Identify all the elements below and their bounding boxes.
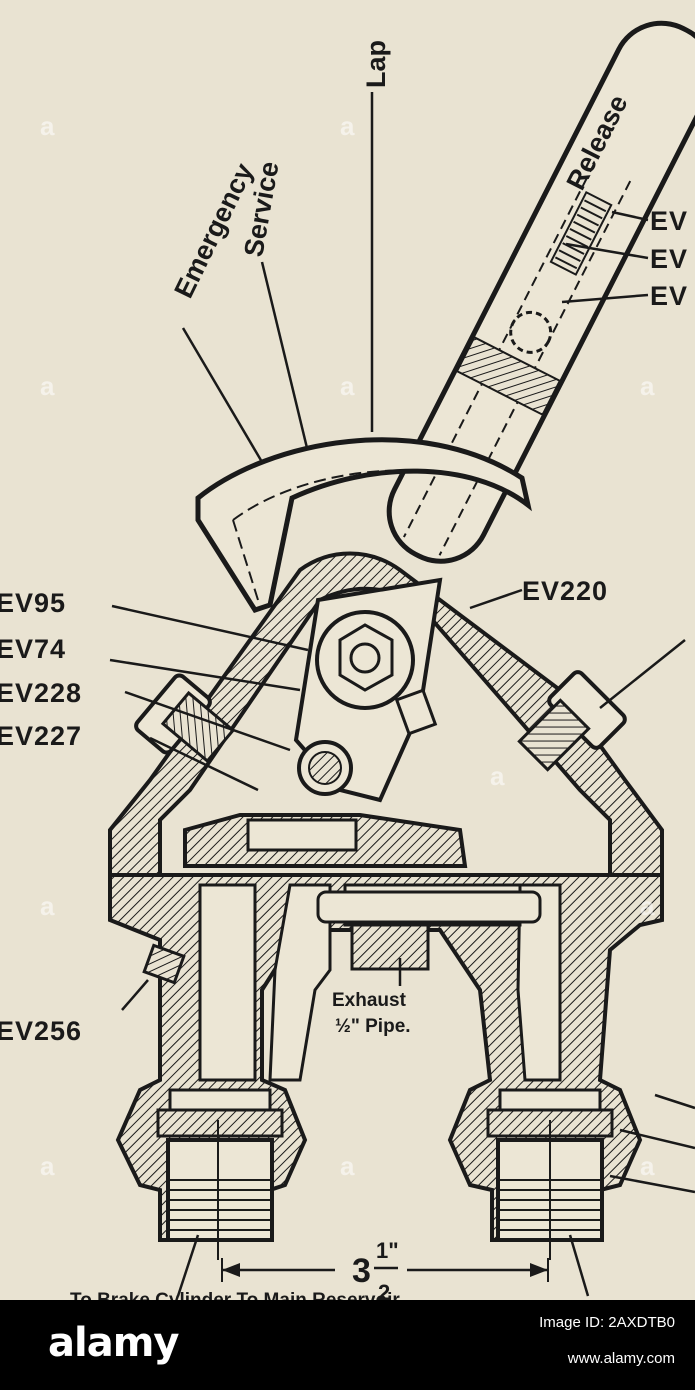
alamy-logo: alamy (48, 1320, 179, 1366)
body-passages (198, 883, 562, 1082)
dimension-numerator: 1" (376, 1238, 399, 1263)
label-ev227: EV227 (0, 721, 82, 751)
label-ev74: EV74 (0, 634, 66, 664)
union-right (486, 1088, 614, 1260)
site-url: www.alamy.com (567, 1350, 675, 1367)
quadrant (195, 437, 532, 613)
label-ev228: EV228 (0, 678, 82, 708)
stock-banner: alamy Image ID: 2AXDTB0 www.alamy.com (0, 1300, 695, 1390)
watermark: a a a a a a a a a a a (40, 111, 655, 1181)
dimension-whole: 3 (352, 1252, 371, 1290)
svg-text:a: a (490, 761, 505, 791)
svg-text:a: a (40, 371, 55, 401)
svg-text:a: a (340, 371, 355, 401)
diagram-figure: 3 1" 2 Emergency Service Lap Release EV … (0, 0, 695, 1300)
label-exhaust-pipe: ½" Pipe. (335, 1016, 411, 1037)
valve-handle (386, 20, 695, 564)
label-ev-top-2: EV (650, 244, 688, 274)
svg-text:a: a (40, 1151, 55, 1181)
dimension-denominator: 2 (378, 1280, 390, 1300)
svg-text:a: a (640, 371, 655, 401)
svg-text:a: a (340, 1151, 355, 1181)
label-lap: Lap (361, 40, 391, 88)
label-bottom-caption: To Brake Cylinder To Main Reservoir (70, 1290, 400, 1300)
svg-text:a: a (640, 891, 655, 921)
image-id-text: Image ID: 2AXDTB0 (539, 1314, 675, 1331)
union-left (156, 1088, 284, 1260)
exhaust-port (350, 923, 430, 971)
svg-text:a: a (40, 111, 55, 141)
label-ev95: EV95 (0, 588, 66, 618)
label-ev256: EV256 (0, 1016, 82, 1046)
svg-text:a: a (40, 891, 55, 921)
drain-plug (142, 943, 186, 985)
cap-bolt-left (134, 673, 236, 764)
svg-text:a: a (640, 1151, 655, 1181)
brake-valve-drawing: 3 1" 2 Emergency Service Lap Release EV … (0, 20, 695, 1300)
leader-lines (109, 92, 695, 1297)
label-ev-top-1: EV (650, 206, 688, 236)
label-ev220: EV220 (522, 576, 608, 606)
label-exhaust: Exhaust (332, 990, 407, 1011)
shaft-and-nut (293, 577, 443, 803)
label-ev-top-3: EV (650, 281, 688, 311)
svg-text:a: a (340, 111, 355, 141)
cap-bolt-right (517, 670, 627, 772)
